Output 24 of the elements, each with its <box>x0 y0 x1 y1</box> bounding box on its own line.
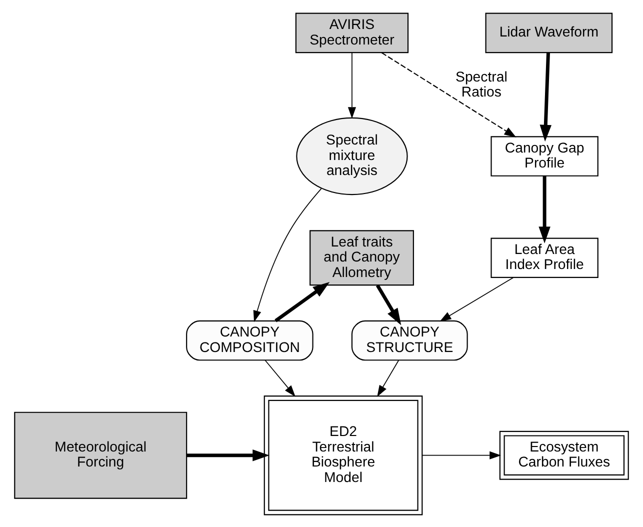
arrow <box>274 282 330 322</box>
arrow <box>381 52 516 137</box>
node-ellipse: Spectral mixture analysis <box>296 116 408 195</box>
node-box: Meteorological Forcing <box>14 411 188 498</box>
arrow <box>538 176 550 243</box>
arrow <box>376 284 402 325</box>
arrow <box>348 52 356 118</box>
arrow <box>540 52 552 142</box>
arrow <box>422 450 502 459</box>
arrow <box>377 359 400 396</box>
node-box: Ecosystem Carbon Fluxes <box>499 430 629 480</box>
node-box: Canopy Gap Profile <box>490 136 598 176</box>
node-box: AVIRIS Spectrometer <box>295 12 409 53</box>
node-box: ED2 Terrestrial Biosphere Model <box>264 395 423 515</box>
edge-label: Spectral Ratios <box>456 68 508 99</box>
node-box: Leaf traits and Canopy Allometry <box>310 230 414 286</box>
node-box: CANOPY STRUCTURE <box>351 320 468 360</box>
node-box: Leaf Area Index Profile <box>490 237 598 278</box>
arrow <box>253 188 322 322</box>
node-box: CANOPY COMPOSITION <box>186 320 314 360</box>
node-box: Lidar Waveform <box>485 12 613 53</box>
arrow <box>264 359 296 396</box>
arrow <box>440 276 514 322</box>
arrow <box>186 448 270 461</box>
